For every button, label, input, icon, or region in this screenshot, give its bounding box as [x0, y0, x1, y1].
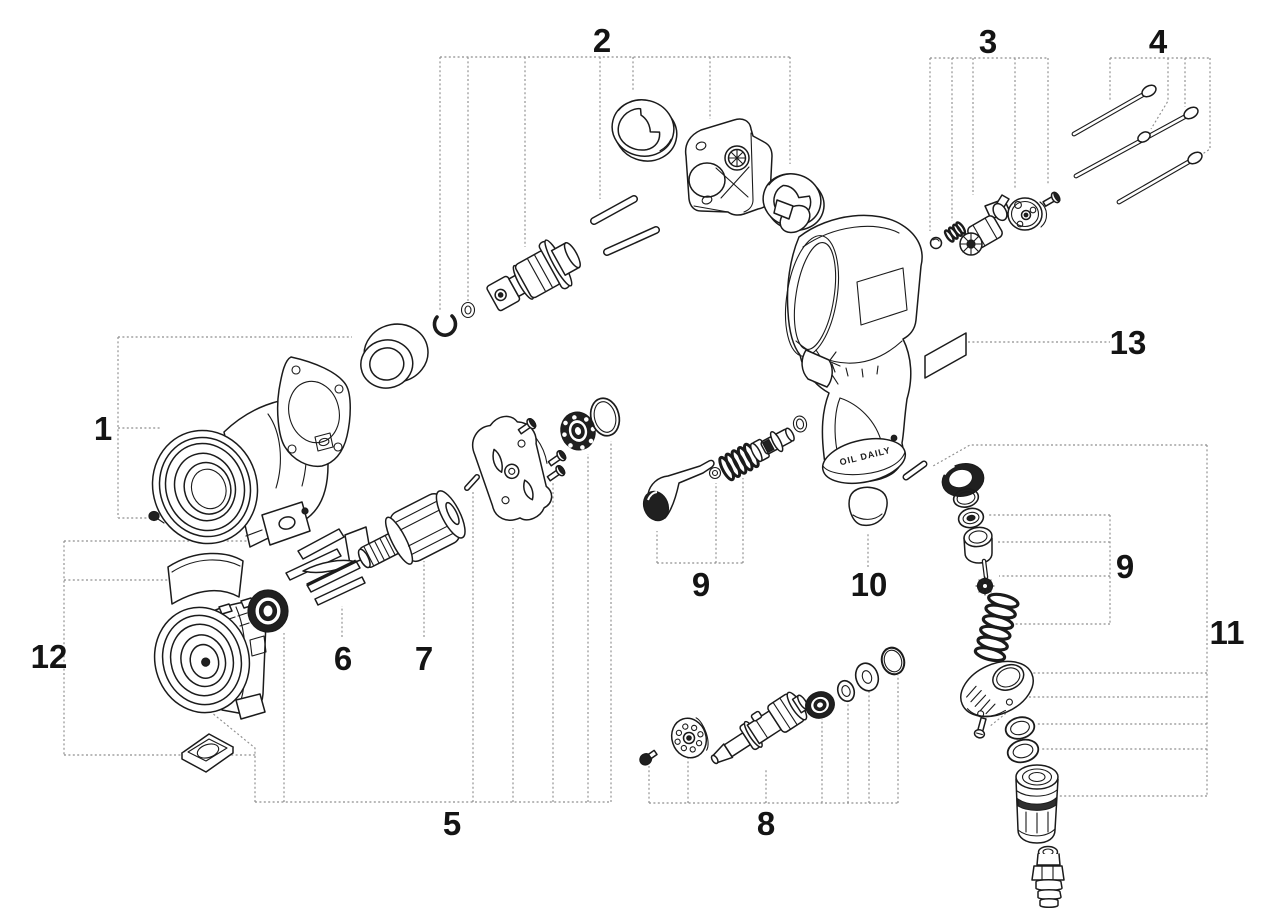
inlet-flange: [960, 660, 1034, 718]
callout-11: 11: [1210, 614, 1245, 651]
valve-plate: [1007, 197, 1048, 231]
anvil-o-ring: [460, 301, 476, 319]
bearing-cam-plate: [670, 717, 709, 759]
leader-group-3: [929, 57, 1049, 231]
front-ball-bearing: [560, 411, 596, 451]
through-bolts: [1071, 84, 1203, 205]
air-fitting: [1031, 845, 1065, 908]
hammer-pins: [590, 195, 660, 256]
hammer-cage: [684, 118, 773, 216]
inlet-washer-2: [1006, 738, 1040, 764]
name-plate: [924, 332, 967, 379]
callout-12: 12: [31, 638, 68, 675]
anvil-snap-ring: [432, 314, 458, 337]
hammer-ring-front: [611, 99, 678, 162]
callout-6: 6: [334, 640, 352, 677]
regulator-stem: [975, 558, 995, 596]
motor-cylinder: [153, 597, 267, 720]
callout-9-right: 9: [1116, 548, 1134, 585]
callout-5: 5: [443, 805, 461, 842]
leader-group-8: [648, 675, 899, 804]
gasket: [276, 356, 351, 468]
shaft-set-screw: [639, 749, 658, 766]
front-bushing: [360, 323, 429, 389]
trigger-spring: [718, 442, 760, 482]
throttle-valve-stem: [749, 427, 795, 463]
inlet-washer-1: [1004, 716, 1036, 740]
handle-pin: [902, 460, 928, 481]
rotor: [357, 490, 466, 569]
leader-group-2: [439, 56, 791, 311]
detent-spring: [943, 221, 967, 243]
cylinder-dowel-pin: [464, 474, 480, 491]
callout-4: 4: [1149, 23, 1168, 60]
flange-screw: [973, 716, 987, 739]
inlet-o-ring: [952, 488, 980, 508]
callouts: 1 2 3 4 5 6 7 8 9 9 10 11 12 13: [31, 22, 1245, 842]
leader-group-11: [932, 444, 1208, 797]
inlet-cap: [848, 486, 888, 527]
callout-10: 10: [851, 566, 888, 603]
rotor-blades: [285, 526, 372, 606]
callout-1: 1: [94, 410, 112, 447]
callout-8: 8: [757, 805, 775, 842]
leader-group-1: [117, 336, 352, 519]
anvil: [486, 239, 581, 312]
leader-group-5: [205, 441, 612, 803]
seal-ring: [957, 507, 985, 529]
callout-7: 7: [415, 640, 433, 677]
hammer-case: [151, 398, 329, 548]
stem-o-ring: [792, 415, 808, 433]
leader-group-9-right: [989, 514, 1111, 625]
callout-9-left: 9: [692, 566, 710, 603]
retainer-nut: [941, 463, 985, 497]
shaft-washer-large: [854, 662, 880, 692]
end-plate: [471, 415, 553, 521]
callout-13: 13: [1110, 324, 1147, 361]
callout-2: 2: [593, 22, 611, 59]
motor-rear-bearing: [247, 589, 289, 633]
motor-housing: OIL DAILY: [773, 199, 923, 485]
shaft-o-ring: [880, 646, 906, 676]
leader-group-4: [1109, 57, 1211, 158]
reverse-valve: [959, 194, 1011, 256]
trigger: [642, 459, 715, 522]
valve-screw: [1042, 191, 1061, 207]
insulation-sheet: [167, 552, 244, 605]
air-inlet-bushing: [1015, 764, 1059, 844]
rear-cover-plate: [181, 733, 234, 773]
output-shaft: [710, 691, 809, 765]
shaft-bearing: [805, 691, 835, 719]
detent-ball: [929, 236, 943, 250]
cylinder-o-ring: [589, 397, 621, 437]
callout-3: 3: [979, 23, 997, 60]
shaft-washer-small: [836, 679, 856, 703]
end-plate-screws: [517, 417, 567, 482]
leader-group-12: [63, 455, 317, 756]
trigger-o-ring: [708, 466, 722, 480]
case-screw: [148, 510, 165, 524]
regulator-spring: [973, 592, 1020, 663]
valve-bushing: [963, 526, 993, 564]
